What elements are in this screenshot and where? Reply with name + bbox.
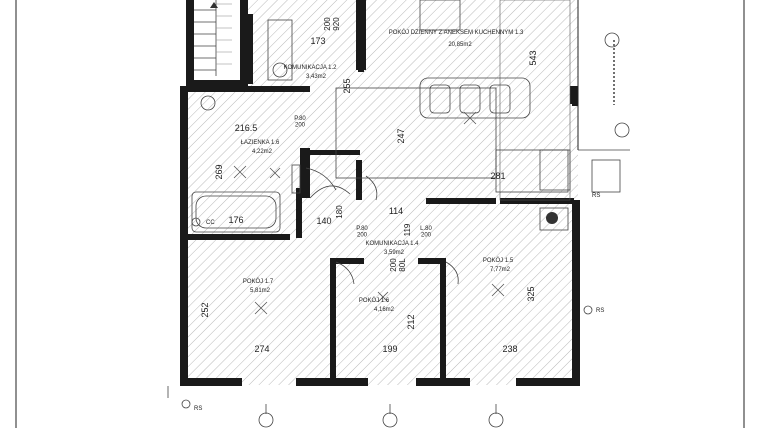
door-swings bbox=[305, 167, 459, 285]
cc-mark: CC bbox=[206, 220, 215, 226]
bath-area: 4,22m2 bbox=[252, 149, 273, 155]
light-points bbox=[233, 111, 505, 315]
dim-114: 114 bbox=[389, 206, 403, 216]
room15-name: POKÓJ 1.5 bbox=[483, 257, 514, 264]
staircase bbox=[186, 0, 248, 88]
dim-281: 281 bbox=[490, 171, 505, 181]
living-room-name: POKÓJ DZIENNY Z ANEKSEM KUCHENNYM 1.3 bbox=[389, 29, 524, 36]
kitchen-fixtures bbox=[335, 0, 621, 231]
bath-name: ŁAZIENKA 1.6 bbox=[241, 140, 280, 146]
interior-walls bbox=[186, 0, 578, 386]
dim-2165: 216.5 bbox=[235, 123, 258, 133]
dim-200-920: 200920 bbox=[323, 17, 341, 31]
dim-238: 238 bbox=[502, 344, 517, 354]
rs-mark-3: RS bbox=[592, 193, 600, 199]
room16-name: POKÓJ 1.6 bbox=[359, 297, 390, 304]
dim-274: 274 bbox=[254, 344, 269, 354]
room17-name: POKÓJ 1.7 bbox=[243, 278, 274, 285]
dim-325: 325 bbox=[526, 286, 536, 301]
exterior-details bbox=[167, 0, 630, 428]
room16-area: 4,16m2 bbox=[374, 307, 395, 313]
dim-212: 212 bbox=[406, 314, 416, 329]
corridor-top-name: KOMUNIKACJA 1.2 bbox=[283, 65, 337, 71]
bathroom-fixtures bbox=[191, 19, 301, 233]
dim-173: 173 bbox=[310, 36, 325, 46]
rs-mark-2: RS bbox=[596, 308, 604, 314]
dim-247: 247 bbox=[396, 128, 406, 143]
dim-180: 180 bbox=[335, 205, 344, 219]
corridor-mid-area: 3,59m2 bbox=[384, 250, 405, 256]
room15-area: 7,77m2 bbox=[490, 267, 511, 273]
misc-marks: CC RS RS RS bbox=[194, 193, 604, 412]
dim-200-80l: 20080L bbox=[389, 258, 407, 272]
room17-area: 5,81m2 bbox=[250, 288, 271, 294]
room-labels: POKÓJ DZIENNY Z ANEKSEM KUCHENNYM 1.3 20… bbox=[241, 29, 524, 313]
dim-140: 140 bbox=[316, 216, 331, 226]
corridor-mid-name: KOMUNIKACJA 1.4 bbox=[365, 241, 419, 247]
living-room-area: 20,85m2 bbox=[448, 42, 472, 48]
rs-mark-1: RS bbox=[194, 406, 202, 412]
dim-176: 176 bbox=[228, 215, 243, 225]
dim-269: 269 bbox=[214, 164, 224, 179]
dim-199: 199 bbox=[382, 344, 397, 354]
corridor-top-area: 3,43m2 bbox=[306, 74, 327, 80]
dim-119: 119 bbox=[403, 223, 412, 236]
dim-543: 543 bbox=[528, 50, 538, 65]
dim-252: 252 bbox=[200, 302, 210, 317]
dim-255: 255 bbox=[342, 78, 352, 93]
